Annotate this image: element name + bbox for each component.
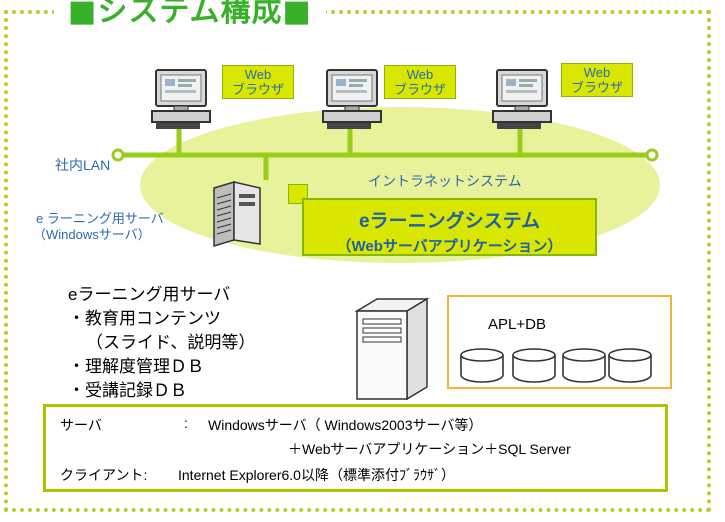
spec-box: サーバ : Windowsサーバ（ Windows2003サーバ等） ＋Webサ… <box>43 404 668 492</box>
pc-icon <box>492 69 552 129</box>
server-tower-icon <box>213 180 261 248</box>
apl-db-box: APL+DB <box>447 295 672 389</box>
web-browser-label: Web ブラウザ <box>384 65 456 99</box>
database-icon <box>608 348 652 383</box>
contents-list: eラーニング用サーバ ・教育用コンテンツ （スライド、説明等） ・理解度管理ＤＢ… <box>68 283 255 403</box>
page-title: ■システム構成■ <box>54 0 326 30</box>
spec-server-line1: Windowsサーバ（ Windows2003サーバ等） <box>208 417 483 433</box>
list-item: ・教育用コンテンツ <box>68 309 221 328</box>
server-tower-icon <box>355 297 430 401</box>
database-icon <box>562 348 606 383</box>
lan-end-left <box>111 148 125 162</box>
web-browser-label-line1: Web <box>583 65 611 80</box>
lan-end-right <box>645 148 659 162</box>
spec-server-key: サーバ <box>60 417 102 433</box>
server-label-line1: e ラーニング用サーバ <box>36 211 164 226</box>
diagram-frame <box>4 10 711 512</box>
web-browser-label: Web ブラウザ <box>561 63 633 97</box>
spec-client-value: Internet Explorer6.0以降（標準添付ﾌﾞﾗｳｻﾞ） <box>178 467 455 483</box>
elearning-subtitle: （Webサーバアプリケーション） <box>336 238 563 255</box>
web-browser-label: Web ブラウザ <box>222 65 294 99</box>
web-browser-label-line2: ブラウザ <box>393 82 446 97</box>
list-item: ・理解度管理ＤＢ <box>68 357 204 376</box>
database-group <box>460 348 652 383</box>
list-item: （スライド、説明等） <box>86 333 256 352</box>
spec-server-sep: : <box>184 415 188 431</box>
web-browser-label-line2: ブラウザ <box>570 80 623 95</box>
spec-client-key: クライアント: <box>60 467 148 483</box>
apl-db-label: APL+DB <box>488 316 546 333</box>
server-label-line2: （Windowsサーバ） <box>33 227 151 242</box>
intranet-label: イントラネットシステム <box>368 173 522 189</box>
elearning-system-box: eラーニングシステム （Webサーバアプリケーション） <box>302 198 597 256</box>
elearning-title: eラーニングシステム <box>359 211 540 232</box>
list-item: eラーニング用サーバ <box>68 285 231 304</box>
pc-icon <box>151 69 211 129</box>
web-browser-label-line1: Web <box>244 67 272 82</box>
pc-icon <box>322 69 382 129</box>
spec-server-line2: ＋Webサーバアプリケーション＋SQL Server <box>288 441 571 457</box>
web-browser-label-line2: ブラウザ <box>231 82 284 97</box>
database-icon <box>512 348 556 383</box>
database-icon <box>460 348 504 383</box>
list-item: ・受講記録ＤＢ <box>68 381 187 400</box>
lan-label: 社内LAN <box>55 157 111 173</box>
web-browser-label-line1: Web <box>406 67 434 82</box>
